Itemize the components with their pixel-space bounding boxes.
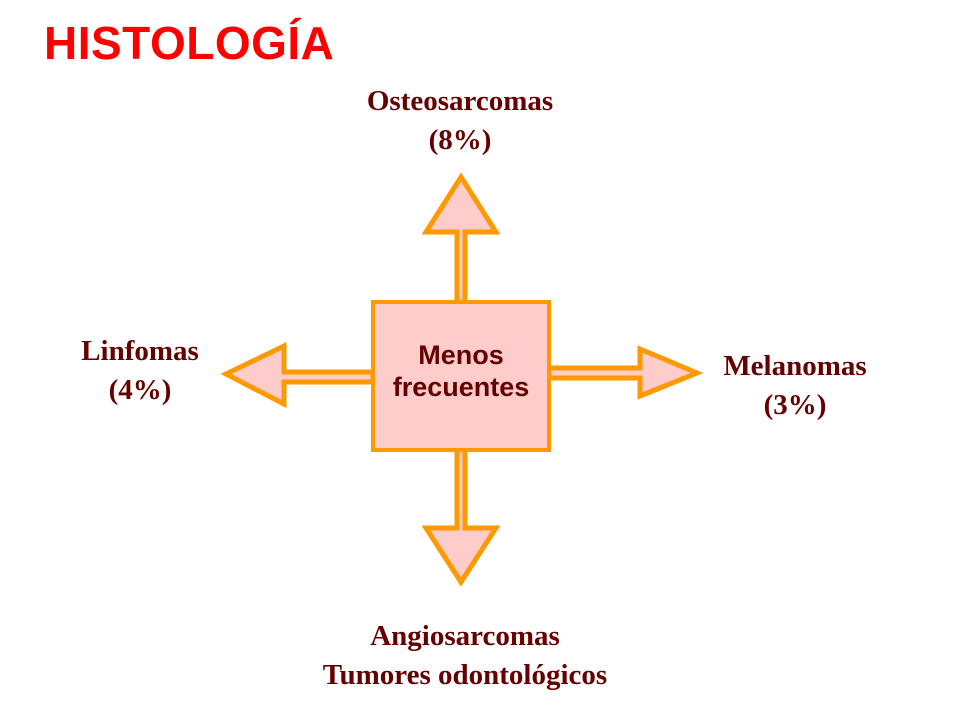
center-label-line1: Menos <box>418 339 504 370</box>
label-top-name: Osteosarcomas <box>366 85 554 117</box>
arrow-right <box>546 345 704 400</box>
label-linfomas: Linfomas (4%) <box>40 332 240 410</box>
label-right-percent: (3%) <box>763 389 827 422</box>
arrow-left <box>220 342 376 409</box>
center-box: Menos frecuentes <box>371 300 551 452</box>
label-bottom-line1: Angiosarcomas <box>370 620 560 652</box>
label-left-name: Linfomas <box>81 335 199 367</box>
label-right-name: Melanomas <box>723 350 867 382</box>
label-osteosarcomas: Osteosarcomas (8%) <box>310 82 610 160</box>
label-melanomas: Melanomas (3%) <box>690 347 900 425</box>
arrow-down <box>421 447 501 587</box>
page-title: HISTOLOGÍA <box>44 17 335 69</box>
arrow-up <box>421 172 501 305</box>
label-bottom-line2: Tumores odontológicos <box>322 659 608 692</box>
label-left-percent: (4%) <box>108 374 172 407</box>
label-top-percent: (8%) <box>428 124 492 157</box>
center-label-line2: frecuentes <box>392 372 530 402</box>
label-angiosarcomas: Angiosarcomas Tumores odontológicos <box>260 617 670 695</box>
